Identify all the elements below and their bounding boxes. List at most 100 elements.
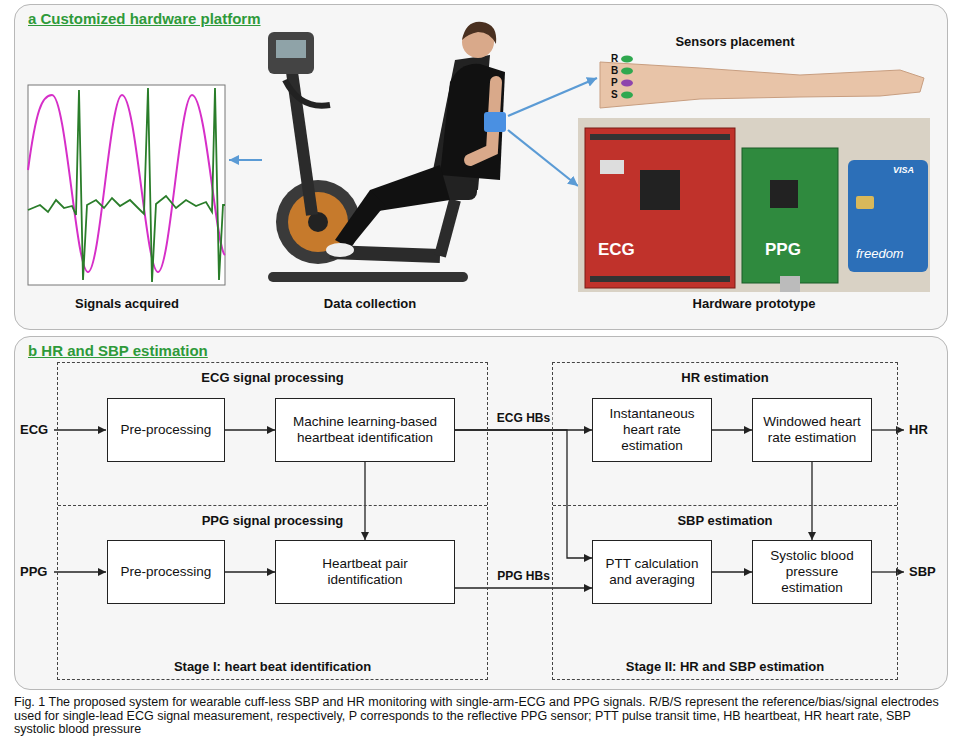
- exercise-bike-photo: [268, 22, 506, 282]
- edge-label: ECG HBs: [495, 411, 552, 425]
- section-title: HR estimation: [553, 370, 897, 385]
- flow-arrow: [455, 587, 592, 588]
- processing-section: ECG signal processingPre-processing Machi…: [58, 363, 487, 505]
- sensor-label: P: [611, 77, 618, 88]
- panel: b HR and SBP estimationStage I: heart be…: [14, 336, 948, 690]
- process-label: Pre-processing: [121, 422, 212, 438]
- signal-arrow: [54, 571, 106, 572]
- arm-illustration: [621, 68, 633, 75]
- exercise-bike-photo: [335, 190, 385, 248]
- hardware-photo: [742, 148, 838, 283]
- arm-illustration: [600, 56, 924, 109]
- image-caption: Data collection: [324, 296, 416, 311]
- process-box: PTT calculation and averaging: [592, 540, 712, 604]
- panel: a Customized hardware platform: [14, 4, 948, 330]
- processing-section: PPG signal processingPre-processing Heart…: [58, 505, 487, 653]
- hardware-photo: [578, 118, 930, 292]
- signal-name: SBP: [909, 564, 936, 579]
- arm-illustration: [600, 62, 924, 108]
- flow-arrow: [364, 462, 365, 540]
- hardware-photo: [770, 180, 798, 208]
- exercise-bike-photo: [268, 32, 314, 74]
- signal-name: HR: [909, 422, 928, 437]
- electrode-label: S: [611, 89, 618, 100]
- process-label: Pre-processing: [121, 564, 212, 580]
- arm-illustration: [621, 80, 633, 87]
- flow-arrow: [712, 571, 752, 572]
- signal-plot: [28, 88, 225, 282]
- hardware-photo: [590, 276, 730, 282]
- signal-plot: [28, 95, 225, 272]
- hardware-photo: [780, 276, 800, 292]
- pointer-arrow: [508, 130, 578, 186]
- signal-plot: [28, 85, 225, 285]
- panel-ground: [14, 336, 948, 690]
- exercise-bike-photo: [462, 22, 496, 44]
- board-label: PPG: [765, 240, 801, 260]
- process-box: Pre-processing: [107, 540, 225, 604]
- pointer-arrow: [229, 78, 597, 186]
- section-title: ECG signal processing: [58, 370, 487, 385]
- electrode-label: B: [611, 65, 618, 76]
- image-caption: Sensors placement: [675, 34, 794, 49]
- signal-arrow: [872, 429, 904, 430]
- process-box: Systolic blood pressure estimation: [752, 540, 872, 604]
- estimation-section: SBP estimationPTT calculation and averag…: [553, 505, 897, 653]
- exercise-bike-photo: [440, 64, 505, 180]
- card-text: VISA: [893, 165, 914, 175]
- flow-arrow: [225, 571, 275, 572]
- exercise-bike-photo: [326, 243, 354, 257]
- hardware-photo: [856, 196, 874, 209]
- section-title: SBP estimation: [553, 513, 897, 528]
- exercise-bike-photo: [285, 80, 330, 106]
- stage-group: Stage II: HR and SBP estimation HR estima…: [552, 362, 898, 680]
- exercise-bike-photo: [440, 200, 455, 256]
- process-label: Systolic blood pressure estimation: [761, 548, 863, 597]
- panel-ground: [14, 4, 948, 690]
- process-label: Machine learning-based heartbeat identif…: [284, 414, 446, 446]
- hardware-photo: [848, 160, 928, 272]
- process-box: Instantaneous heart rate estimation: [592, 398, 712, 462]
- panel-heading: a Customized hardware platform: [28, 10, 261, 27]
- edge-label: PPG HBs: [495, 569, 552, 583]
- arm-illustration: [621, 92, 633, 99]
- flow-arrow: [712, 429, 752, 430]
- flow-arrow: [455, 430, 592, 558]
- electrode-label: R: [611, 53, 618, 64]
- pointer-arrow: [508, 78, 597, 116]
- image-caption: Hardware prototype: [693, 296, 816, 311]
- process-box: Windowed heart rate estimation: [752, 398, 872, 462]
- signal-arrow: [872, 571, 904, 572]
- process-box: Machine learning-based heartbeat identif…: [275, 398, 455, 462]
- panel-ground: [14, 4, 948, 330]
- estimation-section: HR estimationInstantaneous heart rate es…: [553, 363, 897, 505]
- image-caption: Signals acquired: [75, 296, 179, 311]
- process-box: Heartbeat pair identification: [275, 540, 455, 604]
- figure-caption: Fig. 1 The proposed system for wearable …: [14, 696, 944, 737]
- stage-label: Stage I: heart beat identification: [58, 659, 487, 674]
- exercise-bike-photo: [276, 40, 306, 58]
- exercise-bike-photo: [268, 272, 468, 282]
- stage-group: Stage I: heart beat identification ECG si…: [57, 362, 488, 680]
- hardware-photo: [585, 128, 735, 288]
- signal-name: PPG: [20, 564, 47, 579]
- signal-arrow: [54, 429, 106, 430]
- process-label: PTT calculation and averaging: [601, 556, 703, 588]
- process-label: Windowed heart rate estimation: [761, 414, 863, 446]
- arm-illustration: [621, 56, 633, 63]
- exercise-bike-photo: [484, 112, 506, 132]
- flow-arrow: [811, 462, 812, 540]
- hardware-photo: [600, 160, 624, 174]
- section-title: PPG signal processing: [58, 513, 487, 528]
- signal-name: ECG: [20, 422, 48, 437]
- card-text: freedom: [856, 246, 904, 261]
- process-box: Pre-processing: [107, 398, 225, 462]
- stage-label: Stage II: HR and SBP estimation: [553, 659, 897, 674]
- signal-plot: [28, 85, 225, 285]
